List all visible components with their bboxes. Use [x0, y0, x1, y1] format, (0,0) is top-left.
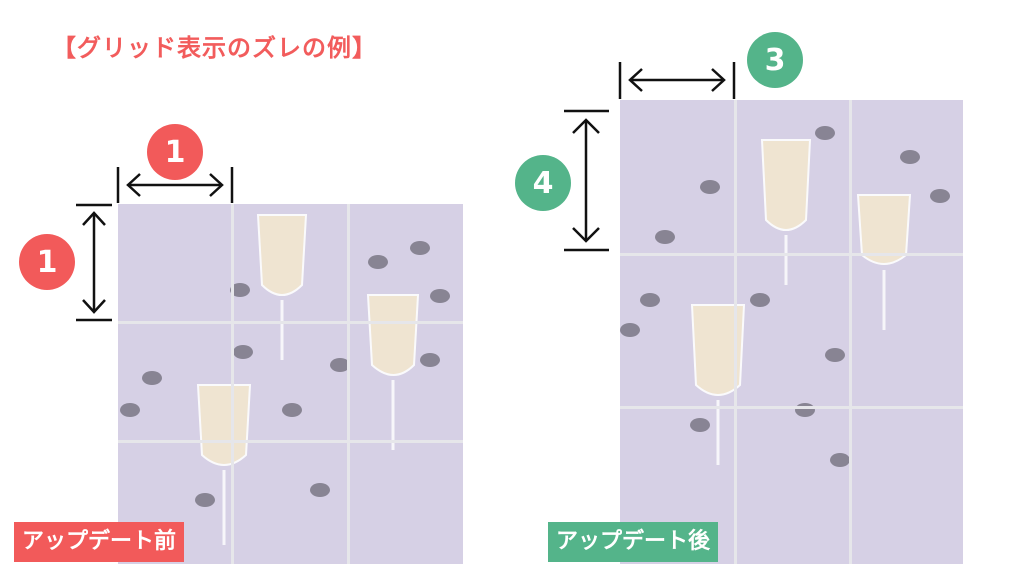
before-width-badge: 1: [147, 124, 203, 180]
after-height-badge: 4: [515, 155, 571, 211]
before-height-badge: 1: [19, 234, 75, 290]
before-label: アップデート前: [14, 522, 185, 562]
after-grid-line: [620, 406, 963, 409]
after-label: アップデート後: [548, 522, 719, 562]
after-grid-line: [849, 100, 852, 564]
before-grid-line: [347, 204, 350, 564]
before-grid-line: [118, 440, 463, 443]
after-width-arrow: [618, 62, 736, 99]
before-grid-line: [118, 321, 463, 324]
after-grid-line: [734, 100, 737, 564]
before-grid-line: [231, 204, 234, 564]
after-width-badge: 3: [747, 32, 803, 88]
before-height-arrow: [76, 203, 112, 322]
after-grid-line: [620, 253, 963, 256]
after-height-arrow: [564, 109, 609, 252]
diagram-title: 【グリッド表示のズレの例】: [52, 34, 377, 62]
before-width-arrow: [116, 167, 234, 203]
